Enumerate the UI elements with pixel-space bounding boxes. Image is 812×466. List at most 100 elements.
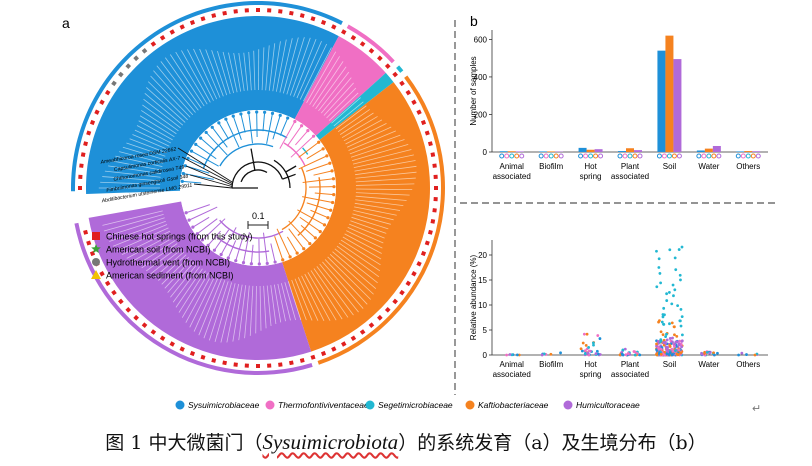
leaf-label-line	[306, 51, 337, 104]
abundance-point	[657, 320, 660, 324]
abundance-point	[586, 351, 590, 355]
abundance-point	[673, 333, 676, 337]
abundance-point	[580, 349, 584, 353]
branch-line	[232, 115, 242, 140]
leaf-label-line	[109, 220, 166, 242]
leaf-label-line	[310, 270, 343, 320]
abundance-point	[584, 344, 588, 347]
abundance-point	[515, 353, 519, 357]
leaf-label-line	[319, 263, 359, 313]
leaf-node	[270, 111, 275, 115]
branch-line	[276, 228, 291, 258]
abundance-point	[675, 340, 679, 344]
leaf-label-line	[273, 284, 282, 323]
leaf-label-line	[337, 109, 370, 132]
leaf-label-line	[324, 259, 368, 305]
branch-line	[195, 143, 217, 160]
source-marker-square	[267, 8, 272, 13]
leaf-label-line	[355, 195, 407, 201]
leaf-label-line	[199, 48, 221, 98]
leaf-node	[278, 113, 282, 117]
leaf-label-line	[102, 176, 161, 182]
branch-line	[274, 236, 284, 261]
leaf-node	[288, 255, 292, 259]
abundance-point	[671, 349, 675, 353]
source-marker-square	[267, 363, 272, 368]
source-marker-square	[211, 357, 217, 363]
leaf-node	[331, 177, 336, 181]
leaf-node	[322, 223, 327, 227]
leaf-label-line	[129, 138, 167, 154]
branch-line	[187, 157, 206, 167]
x-tick-label: Others	[736, 162, 760, 171]
family-presence-marker	[735, 153, 741, 159]
leaf-label-line	[146, 87, 186, 123]
leaf-label-line	[161, 257, 189, 285]
leaf-label-line	[146, 246, 180, 272]
leaf-label-line	[351, 216, 389, 230]
branch-line	[197, 218, 218, 235]
leaf-label-line	[345, 123, 387, 145]
source-marker-square	[411, 99, 417, 105]
source-marker-square	[189, 350, 196, 357]
source-marker-square	[424, 130, 430, 136]
bar	[618, 151, 626, 152]
branch-line	[288, 220, 311, 244]
leaf-node	[249, 262, 253, 266]
leaf-node	[325, 154, 329, 158]
clade-kaftiobacteriaceae-wedge	[282, 82, 430, 352]
x-tick-label: associated	[611, 172, 649, 181]
leaf-label-line	[104, 170, 161, 178]
leaf-node	[332, 193, 336, 197]
abundance-point	[678, 319, 682, 323]
leaf-label-line	[144, 93, 184, 126]
source-marker-square	[433, 197, 438, 202]
source-marker-square	[256, 8, 260, 12]
source-marker-square	[392, 298, 398, 305]
y-tick-label: 0	[483, 351, 488, 360]
clade-humicultoraceae-wedge	[88, 201, 312, 361]
branch-line	[218, 122, 230, 140]
leaf-node	[187, 218, 191, 222]
leaf-node	[299, 124, 304, 128]
source-marker-square	[159, 335, 166, 342]
leaf-label-line	[350, 139, 405, 158]
source-marker-square	[384, 307, 391, 313]
leaf-label-line	[332, 251, 377, 289]
leaf-node	[318, 229, 322, 234]
leaf-label-line	[304, 273, 331, 321]
family-presence-marker	[543, 153, 549, 159]
legend-square-icon	[92, 232, 100, 240]
leaf-label-line	[355, 183, 415, 186]
source-marker-square	[125, 63, 132, 69]
family-presence-marker	[716, 153, 722, 159]
branch-line	[207, 230, 221, 246]
branch-line	[306, 148, 324, 160]
leaf-label-line	[255, 285, 257, 334]
return-mark: ↵	[752, 403, 762, 415]
backbone-line	[285, 165, 297, 173]
abundance-point	[700, 352, 704, 356]
abundance-point	[596, 334, 600, 337]
leaf-node	[206, 243, 210, 247]
abundance-point	[659, 352, 663, 356]
branch-line	[200, 137, 216, 151]
branch-line	[262, 232, 268, 264]
leaf-label-line	[217, 51, 231, 95]
source-marker-square	[179, 346, 185, 352]
branch-line	[286, 236, 298, 254]
leaf-label-line	[329, 254, 374, 295]
leaf-label-line	[142, 104, 179, 132]
abundance-point	[623, 347, 627, 351]
leaf-node	[200, 238, 205, 242]
leaf-node	[210, 125, 214, 129]
abundance-point	[670, 321, 674, 325]
abundance-point	[658, 272, 662, 275]
branch-line	[188, 206, 218, 221]
branch-line	[272, 115, 281, 140]
abundance-point	[668, 248, 672, 252]
family-presence-marker	[701, 153, 707, 159]
x-tick-label: Biofilm	[539, 162, 563, 171]
source-marker-square	[289, 360, 294, 366]
leaf-label-line	[126, 142, 166, 157]
